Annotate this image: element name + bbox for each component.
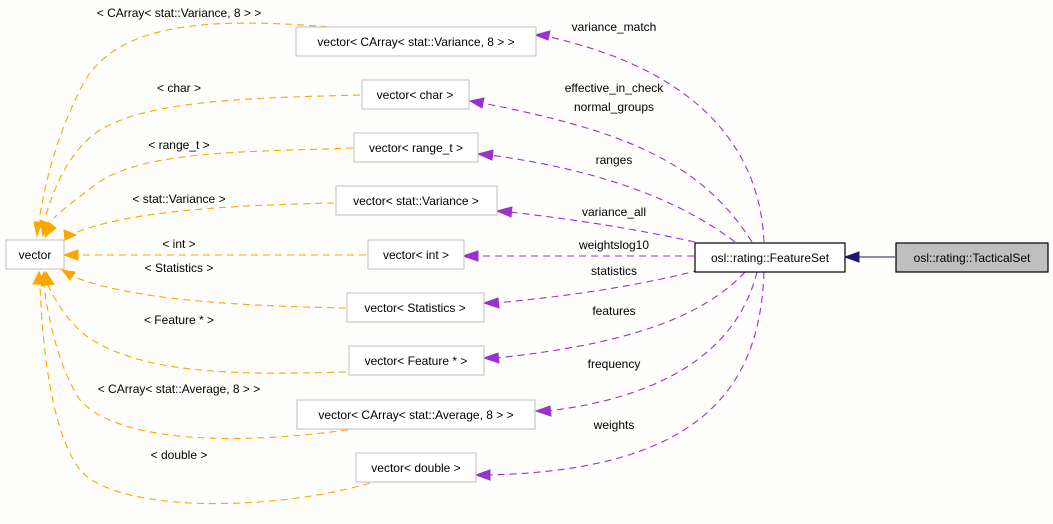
arrowhead-statistics-member <box>482 297 500 309</box>
edge-char <box>45 94 361 216</box>
label-carray-variance: < CArray< stat::Variance, 8 > > <box>97 6 262 20</box>
node-vector-feature-ptr-label: vector< Feature * > <box>365 354 468 368</box>
node-vector[interactable]: vector <box>5 239 65 270</box>
arrowhead-frequency <box>534 405 552 417</box>
label-weightslog10: weightslog10 <box>578 238 649 252</box>
edge-normal-groups <box>481 102 753 243</box>
node-vector-carray-average-label: vector< CArray< stat::Average, 8 > > <box>318 408 513 422</box>
node-vector-int[interactable]: vector< int > <box>367 239 465 270</box>
label-normal-groups: normal_groups <box>574 100 654 114</box>
label-weights: weights <box>593 418 635 432</box>
label-range-t: < range_t > <box>148 138 209 152</box>
node-vector-stat-variance-label: vector< stat::Variance > <box>353 194 479 208</box>
node-feature-set[interactable]: osl::rating::FeatureSet <box>694 242 846 273</box>
arrowhead-weights <box>474 469 491 481</box>
template-labels: < CArray< stat::Variance, 8 > > < char >… <box>97 6 262 462</box>
node-vector-statistics[interactable]: vector< Statistics > <box>346 292 485 323</box>
node-vector-char[interactable]: vector< char > <box>361 79 470 110</box>
node-vector-range-t[interactable]: vector< range_t > <box>353 132 479 163</box>
node-vector-label: vector <box>19 248 52 262</box>
node-vector-char-label: vector< char > <box>377 88 454 102</box>
edge-frequency <box>547 271 758 412</box>
label-features: features <box>592 304 635 318</box>
arrowhead-inheritance <box>843 251 860 263</box>
edge-variance-all <box>509 211 696 243</box>
arrowhead-weightslog10 <box>461 250 479 262</box>
node-vector-feature-ptr[interactable]: vector< Feature * > <box>348 345 485 376</box>
label-stat-variance: < stat::Variance > <box>132 192 225 206</box>
node-vector-carray-average[interactable]: vector< CArray< stat::Average, 8 > > <box>296 399 536 430</box>
arrowhead-variance-match <box>533 30 551 41</box>
node-vector-double[interactable]: vector< double > <box>355 452 477 483</box>
edge-carray-variance <box>39 22 341 216</box>
arrowhead-bottom-3 <box>40 270 55 287</box>
label-variance-match: variance_match <box>572 20 657 34</box>
arrowhead-ranges <box>476 149 494 161</box>
edge-variance-match <box>544 35 765 243</box>
node-tactical-set-label: osl::rating::TacticalSet <box>914 251 1031 265</box>
label-variance-all: variance_all <box>582 205 646 219</box>
label-statistics: < Statistics > <box>145 261 214 275</box>
edge-double <box>39 284 371 505</box>
label-int: < int > <box>162 237 195 251</box>
node-vector-int-label: vector< int > <box>383 248 449 262</box>
usage-edges <box>461 30 765 481</box>
label-effective-in-check: effective_in_check <box>565 81 665 95</box>
node-vector-carray-variance-label: vector< CArray< stat::Variance, 8 > > <box>317 35 514 49</box>
node-vector-range-t-label: vector< range_t > <box>369 141 463 155</box>
edge-features <box>495 271 746 359</box>
label-double: < double > <box>151 448 208 462</box>
arrowhead-normal-groups <box>468 97 485 109</box>
arrowhead-features <box>482 352 500 364</box>
edge-feature-ptr <box>47 284 347 374</box>
arrowhead-int <box>62 249 79 261</box>
label-statistics-member: statistics <box>591 264 637 278</box>
label-feature-ptr: < Feature * > <box>144 313 214 327</box>
node-vector-statistics-label: vector< Statistics > <box>364 301 465 315</box>
label-frequency: frequency <box>588 357 641 371</box>
edge-stat-variance <box>74 202 335 234</box>
node-vector-carray-variance[interactable]: vector< CArray< stat::Variance, 8 > > <box>295 26 537 57</box>
node-vector-stat-variance[interactable]: vector< stat::Variance > <box>335 185 498 216</box>
arrowhead-statistics <box>60 269 76 281</box>
member-labels: variance_match effective_in_check normal… <box>565 20 665 432</box>
edge-weights <box>487 271 765 476</box>
arrowhead-variance-all <box>495 206 513 218</box>
edge-carray-average <box>43 284 361 440</box>
node-vector-double-label: vector< double > <box>371 461 460 475</box>
node-tactical-set[interactable]: osl::rating::TacticalSet <box>895 242 1049 273</box>
arrowhead-top-1 <box>33 221 43 238</box>
edge-statistics <box>71 275 347 309</box>
edge-ranges <box>489 154 736 243</box>
arrowhead-top-3 <box>44 221 57 239</box>
node-feature-set-label: osl::rating::FeatureSet <box>711 251 830 265</box>
arrowhead-stat-variance <box>63 229 78 241</box>
label-ranges: ranges <box>596 153 633 167</box>
label-char: < char > <box>157 81 201 95</box>
edge-range-t <box>53 147 354 219</box>
label-carray-average: < CArray< stat::Average, 8 > > <box>98 382 261 396</box>
template-edges <box>32 22 371 505</box>
